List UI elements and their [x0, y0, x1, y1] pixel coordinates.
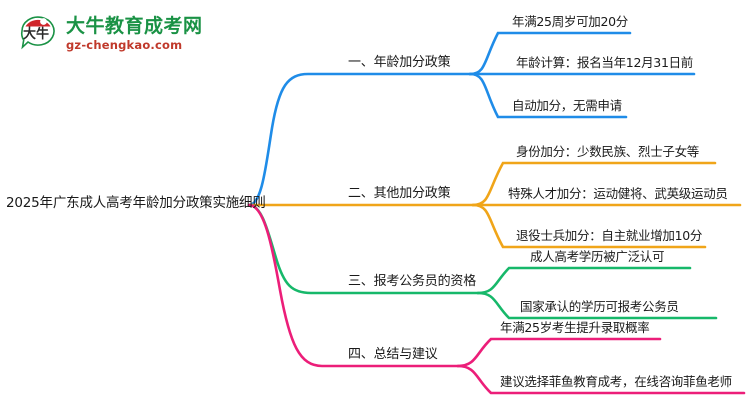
leaf-node-4-2[interactable]: 建议选择菲鱼教育成考，在线咨询菲鱼老师 — [500, 374, 732, 389]
leaf-node-1-2[interactable]: 年龄计算：报名当年12月31日前 — [516, 55, 694, 70]
branch-node-4[interactable]: 四、总结与建议 — [348, 347, 438, 362]
leaf-node-2-3[interactable]: 退役士兵加分：自主就业增加10分 — [516, 228, 703, 243]
leaf-node-1-3[interactable]: 自动加分，无需申请 — [512, 98, 622, 113]
leaf-node-2-1[interactable]: 身份加分：少数民族、烈士子女等 — [516, 144, 700, 159]
branch-node-2[interactable]: 二、其他加分政策 — [348, 186, 451, 201]
leaf-node-1-1[interactable]: 年满25周岁可加20分 — [512, 14, 629, 29]
logo-mark-icon: 大牛 — [16, 12, 60, 56]
leaf-node-3-1[interactable]: 成人高考学历被广泛认可 — [530, 249, 665, 264]
branch-2-lines — [247, 161, 742, 249]
branch-4-lines — [247, 203, 746, 395]
branch-node-1[interactable]: 一、年龄加分政策 — [348, 55, 451, 70]
logo-title: 大牛教育成考网 — [66, 14, 203, 37]
leaf-node-3-2[interactable]: 国家承认的学历可报考公务员 — [520, 299, 679, 314]
site-logo: 大牛 大牛教育成考网 gz-chengkao.com — [16, 8, 216, 60]
svg-text:大牛: 大牛 — [23, 26, 49, 42]
leaf-node-2-2[interactable]: 特殊人才加分：运动健将、武英级运动员 — [508, 186, 728, 201]
mindmap-root-node[interactable]: 2025年广东成人高考年龄加分政策实施细则 — [6, 195, 266, 211]
branch-node-3[interactable]: 三、报考公务员的资格 — [348, 274, 477, 289]
branch-1-lines — [247, 31, 696, 207]
logo-domain: gz-chengkao.com — [66, 37, 183, 52]
leaf-node-4-1[interactable]: 年满25岁考生提升录取概率 — [500, 320, 650, 335]
